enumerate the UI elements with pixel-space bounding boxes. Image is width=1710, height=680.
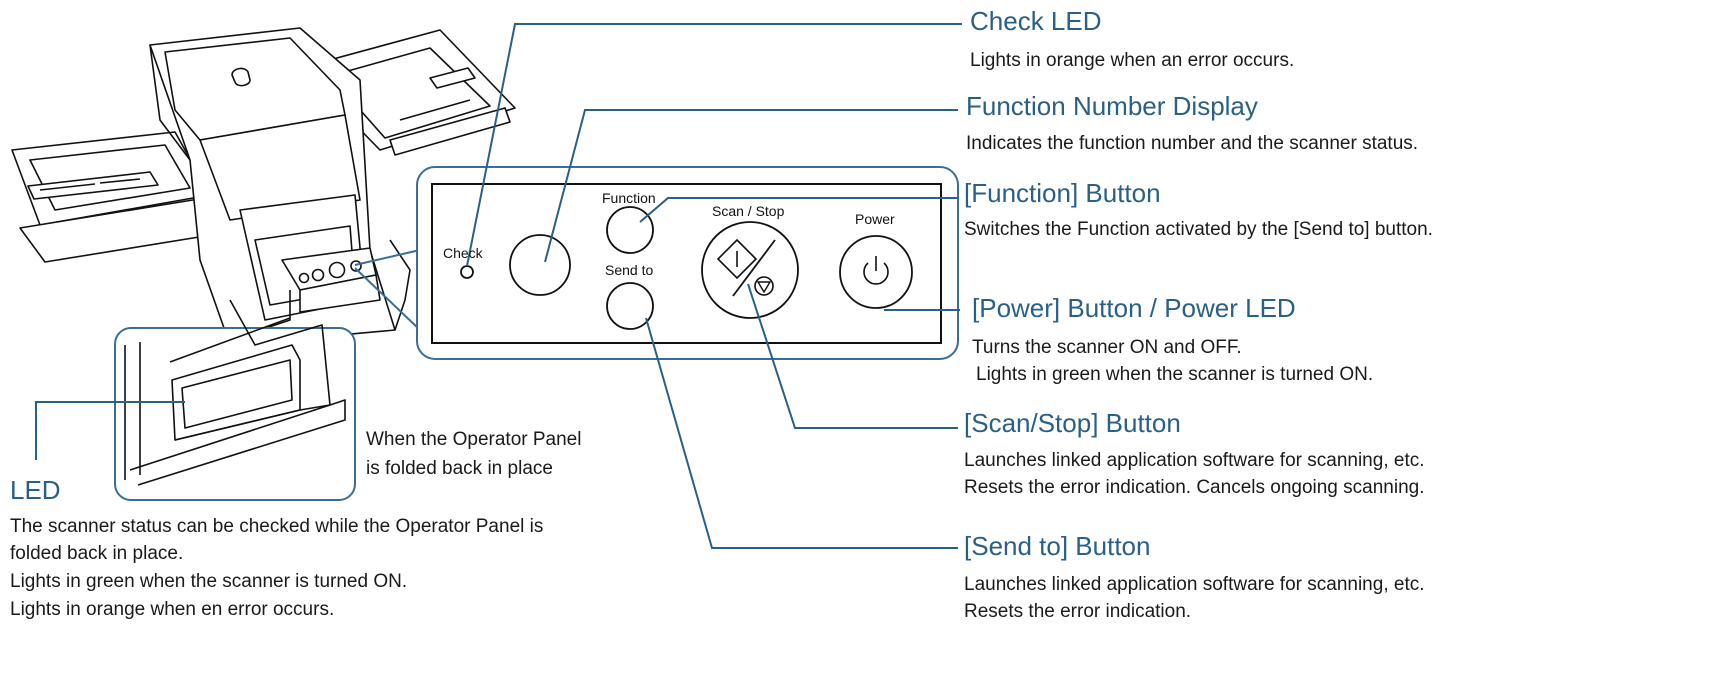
leader-led bbox=[35, 401, 185, 460]
panel-label-send-to: Send to bbox=[605, 262, 653, 278]
led-desc-1: The scanner status can be checked while … bbox=[10, 516, 544, 537]
send-to-button-desc-2: Resets the error indication. bbox=[964, 601, 1192, 622]
leader-check-led bbox=[466, 23, 962, 267]
function-number-display-desc: Indicates the function number and the sc… bbox=[966, 133, 1419, 154]
check-led-desc: Lights in orange when an error occurs. bbox=[970, 50, 1295, 71]
send-to-button-desc-1: Launches linked application software for… bbox=[964, 574, 1425, 595]
function-button-title: [Function] Button bbox=[964, 178, 1161, 208]
function-button-desc: Switches the Function activated by the [… bbox=[964, 219, 1433, 240]
scan-stop-button bbox=[701, 221, 799, 319]
scanner-illustration bbox=[11, 27, 516, 346]
scan-stop-button-title: [Scan/Stop] Button bbox=[964, 408, 1181, 438]
function-number-display-title: Function Number Display bbox=[966, 91, 1258, 121]
function-button bbox=[606, 206, 654, 254]
function-number-display bbox=[509, 234, 571, 296]
leader-send-to bbox=[645, 317, 958, 549]
send-to-button-title: [Send to] Button bbox=[964, 531, 1151, 561]
leader-scan-stop bbox=[747, 283, 958, 429]
led-desc-3: Lights in green when the scanner is turn… bbox=[10, 571, 408, 592]
leader-lines bbox=[35, 23, 962, 549]
power-button-title: [Power] Button / Power LED bbox=[972, 293, 1296, 323]
scan-stop-button-desc-1: Launches linked application software for… bbox=[964, 450, 1425, 471]
panel-label-check: Check bbox=[443, 245, 484, 261]
operator-panel-callout bbox=[416, 166, 959, 360]
led-desc-4: Lights in orange when en error occurs. bbox=[10, 599, 335, 620]
led-desc-2: folded back in place. bbox=[10, 543, 184, 564]
power-button bbox=[839, 235, 913, 309]
check-led-title: Check LED bbox=[970, 6, 1102, 36]
folded-caption-line-2: is folded back in place bbox=[366, 458, 553, 479]
leader-function-display bbox=[544, 109, 958, 263]
panel-label-scan-stop: Scan / Stop bbox=[712, 203, 785, 219]
leader-function-button bbox=[639, 197, 958, 223]
panel-label-function: Function bbox=[602, 190, 656, 206]
panel-labels: Check Function Scan / Stop Power Send to bbox=[443, 190, 895, 278]
folded-panel-inset bbox=[114, 249, 421, 501]
scan-stop-button-desc-2: Resets the error indication. Cancels ong… bbox=[964, 477, 1425, 498]
send-to-button bbox=[606, 282, 654, 330]
check-led-indicator bbox=[460, 265, 474, 279]
power-button-desc-2: Lights in green when the scanner is turn… bbox=[976, 364, 1374, 385]
panel-label-power: Power bbox=[855, 211, 895, 227]
folded-caption-line-1: When the Operator Panel bbox=[366, 429, 582, 450]
power-button-desc-1: Turns the scanner ON and OFF. bbox=[972, 337, 1242, 358]
led-title: LED bbox=[10, 475, 61, 505]
